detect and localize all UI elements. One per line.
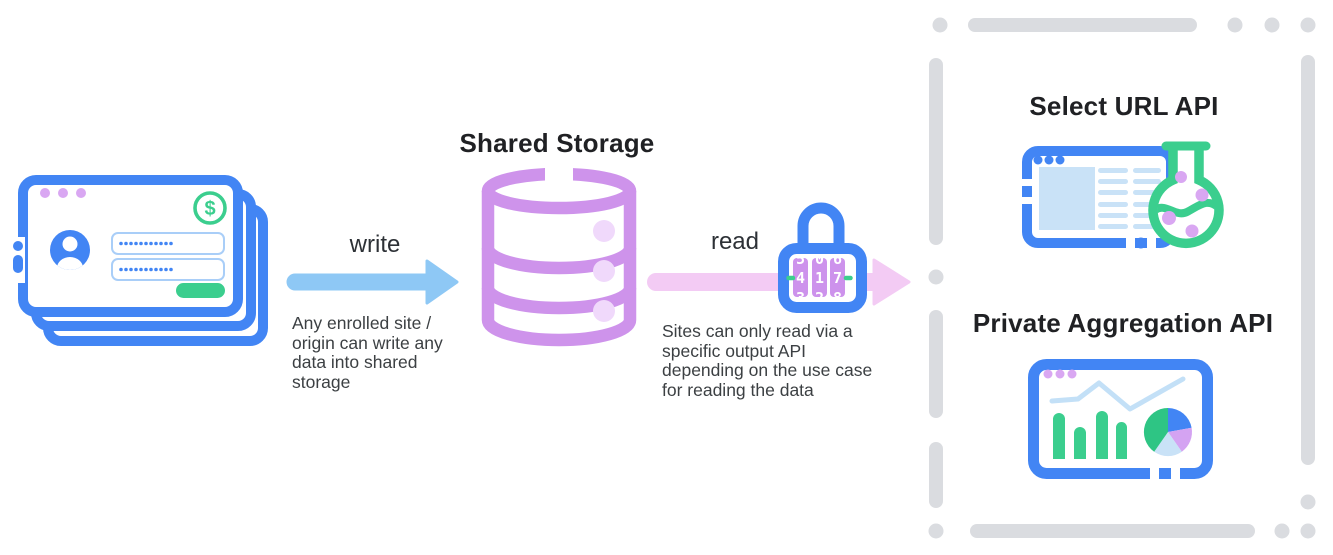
private-aggregation-api-title: Private Aggregation API (972, 308, 1274, 338)
lock-dials[interactable]: 5 4 3 0 1 2 6 7 8 (793, 250, 845, 307)
password-field-2[interactable] (111, 258, 225, 281)
browser-with-flask-icon (1021, 141, 1224, 250)
border-dot (1159, 468, 1171, 479)
browser-windows-stack-icon: $ (12, 175, 268, 346)
password-field-1[interactable] (111, 232, 225, 255)
dial3-top: 6 (833, 250, 842, 268)
dollar-sign: $ (204, 198, 215, 220)
password-dots (119, 241, 173, 246)
browser-with-charts-icon (1028, 359, 1213, 481)
dollar-circle-icon: $ (193, 191, 227, 225)
dial2-bottom: 2 (815, 289, 824, 307)
window-traffic-dots (1033, 155, 1065, 165)
dial1-middle: 4 (796, 269, 805, 287)
dial1-top: 5 (796, 250, 805, 268)
border-dot (1135, 237, 1147, 249)
window-traffic-dots (40, 188, 86, 198)
cylinder-top-gap (545, 164, 573, 181)
read-caption: Sites can only read via a specific outpu… (662, 321, 873, 400)
database-cylinder-icon (481, 164, 637, 347)
liquid-wave (1157, 198, 1215, 218)
border-dot (13, 241, 23, 251)
line-chart (1049, 376, 1186, 412)
flask-bubbles (1162, 171, 1209, 238)
content-placeholder (1039, 167, 1095, 230)
output-apis-dashed-border (928, 17, 1316, 539)
dial2-top: 0 (815, 250, 824, 268)
submit-button[interactable] (176, 283, 225, 298)
password-dots (119, 267, 173, 272)
pie-chart (1143, 407, 1192, 457)
shared-storage-title: Shared Storage (459, 128, 655, 158)
read-label: read (710, 228, 760, 255)
write-caption: Any enrolled site / origin can write any… (292, 313, 443, 392)
window-traffic-dots (1043, 369, 1077, 379)
write-arrow-icon (286, 259, 459, 305)
dial1-bottom: 3 (796, 289, 805, 307)
flask-icon (1148, 141, 1224, 249)
dial2-middle: 1 (815, 269, 824, 287)
dial3-bottom: 8 (833, 289, 842, 307)
storage-record-dots (593, 220, 615, 322)
user-avatar-icon (50, 230, 90, 270)
bar-chart (1053, 411, 1127, 459)
dial3-middle: 7 (833, 269, 842, 287)
write-label: write (349, 231, 401, 258)
select-url-api-title: Select URL API (1029, 91, 1219, 121)
combination-padlock-icon: 5 4 3 0 1 2 6 7 8 (778, 202, 867, 313)
